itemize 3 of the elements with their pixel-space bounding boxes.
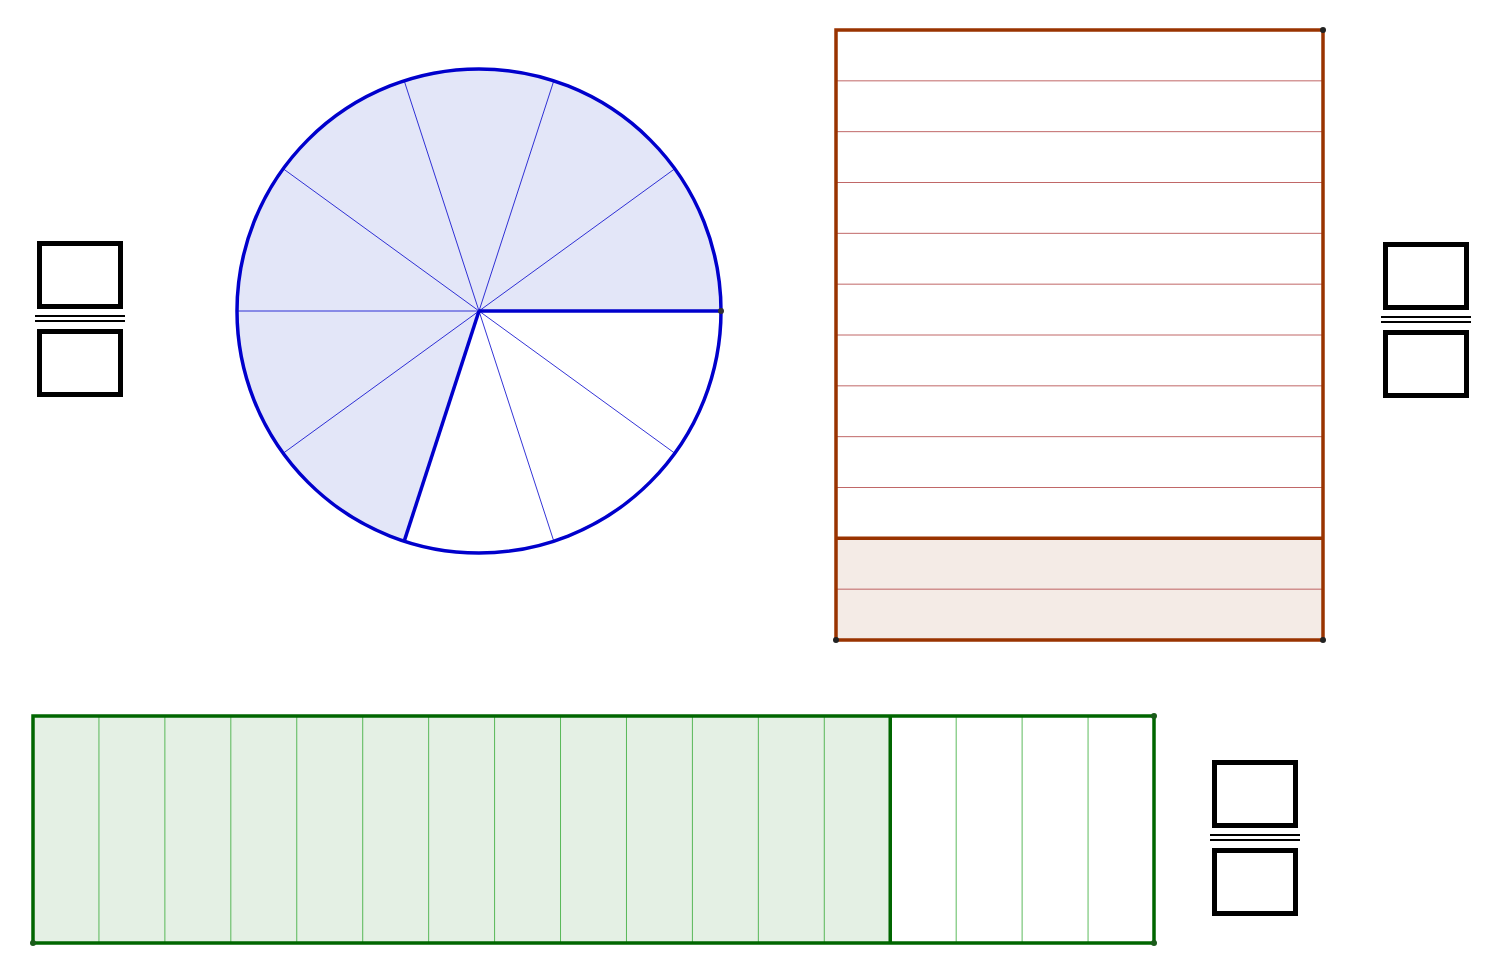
rectangle-fraction-drawing [833,27,1326,643]
circle-fraction-drawing [235,67,724,555]
bar-fraction-drawing [30,713,1157,946]
